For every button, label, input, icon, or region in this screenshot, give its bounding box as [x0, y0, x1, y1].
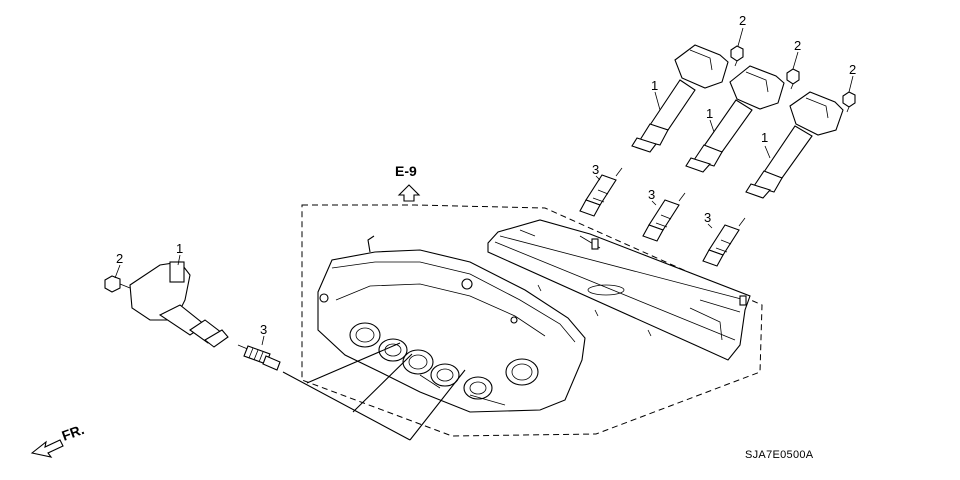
spark-plug-rear-3 — [702, 217, 746, 267]
front-direction-marker: FR. — [30, 421, 87, 458]
callout-coil-rear-1: 1 — [651, 78, 658, 93]
ignition-coil-rear-3 — [745, 91, 844, 199]
callout-coil-rear-3: 1 — [761, 130, 768, 145]
front-head-cover — [317, 235, 586, 413]
ignition-coil-rear-2 — [685, 65, 785, 173]
callout-plug-rear-1: 3 — [592, 162, 599, 177]
bolt-front — [104, 275, 131, 293]
bolt-rear-3 — [842, 91, 856, 113]
callout-plug-front: 3 — [260, 322, 267, 337]
bolt-rear-1 — [730, 45, 744, 67]
ignition-coil-front — [129, 261, 229, 348]
ignition-coil-rear-1 — [631, 44, 729, 153]
spark-plug-rear-2 — [642, 192, 686, 242]
leader-lines — [282, 342, 466, 441]
reference-marker: E-9 — [395, 163, 421, 202]
assembly-boundary — [301, 204, 763, 437]
reference-label: E-9 — [395, 163, 417, 179]
callout-leaders — [114, 27, 854, 346]
front-label: FR. — [60, 421, 87, 444]
callout-plug-rear-2: 3 — [648, 187, 655, 202]
up-arrow-icon — [397, 184, 421, 202]
callout-plug-rear-3: 3 — [704, 210, 711, 225]
callout-bolt-rear-3: 2 — [849, 62, 856, 77]
rear-head-cover — [487, 219, 751, 361]
callout-bolt-rear-2: 2 — [794, 38, 801, 53]
callout-bolt-rear-1: 2 — [739, 13, 746, 28]
part-code: SJA7E0500A — [745, 449, 814, 461]
spark-plug-rear-1 — [579, 167, 623, 217]
bolt-rear-2 — [786, 68, 800, 90]
callout-coil-front: 1 — [176, 241, 183, 256]
callout-bolt-front: 2 — [116, 251, 123, 266]
callout-coil-rear-2: 1 — [706, 106, 713, 121]
spark-plug-front — [237, 344, 281, 371]
front-arrow-icon — [30, 439, 64, 458]
